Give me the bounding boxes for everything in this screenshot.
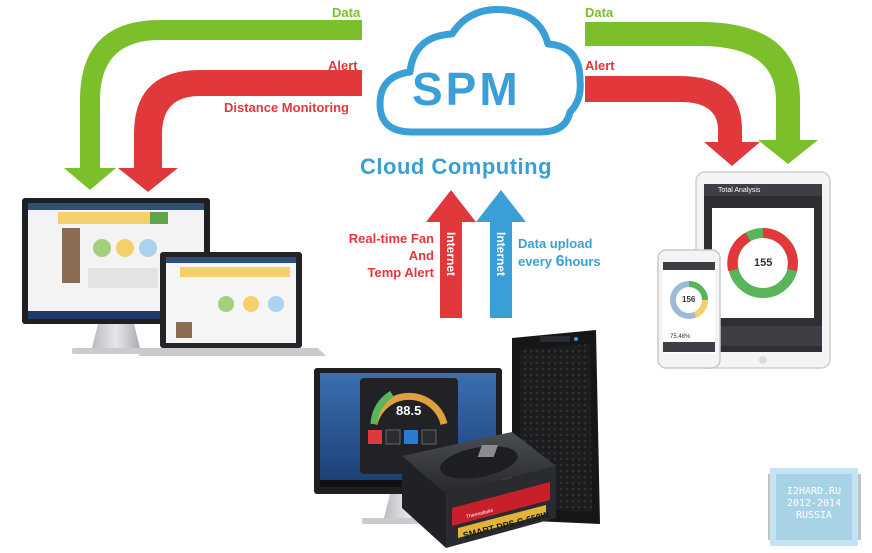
green-arrow-right — [585, 22, 818, 164]
data-upload-prefix: every — [518, 254, 556, 269]
cloud-shape — [376, 6, 584, 136]
right-phone — [657, 249, 721, 369]
tablet-gauge-value: 155 — [754, 257, 773, 269]
watermark-line-2: 2012-2014 — [786, 498, 842, 509]
left-laptop — [138, 252, 326, 356]
red-arrow-right — [585, 76, 760, 166]
internet-label-blue: Internet — [494, 232, 508, 277]
desktop-gauge-value: 88.5 — [396, 403, 422, 418]
power-supply — [402, 432, 556, 548]
right-alert-label: Alert — [585, 58, 615, 73]
cloud-computing-caption: Cloud Computing — [360, 154, 553, 179]
red-up-arrow — [426, 190, 476, 318]
data-upload-suffix: hours — [564, 254, 601, 269]
spm-logo-text: SPM — [412, 63, 521, 115]
realtime-alert-label: Real-time Fan And Temp Alert — [336, 230, 434, 281]
left-alert-label: Alert — [328, 58, 358, 73]
left-desktop-monitor — [22, 198, 210, 354]
red-arrow-left — [118, 70, 362, 192]
tablet-title: Total Analysis — [718, 187, 761, 194]
realtime-alert-line-1: Real-time Fan — [348, 231, 434, 246]
phone-gauge-value: 156 — [682, 295, 696, 304]
right-data-label: Data — [585, 5, 614, 20]
data-upload-label: Data upload every 6hours — [518, 235, 601, 271]
data-upload-line-1: Data upload — [518, 236, 593, 251]
green-arrow-left — [64, 20, 362, 190]
watermark-text: I2HARD.RU 2012-2014 RUSSIA — [774, 486, 854, 522]
data-upload-line-2: every 6hours — [518, 253, 601, 271]
watermark-line-1: I2HARD.RU — [786, 486, 842, 497]
right-tablet — [695, 171, 831, 369]
left-data-label: Data — [332, 5, 361, 20]
phone-percent: 75.48% — [670, 334, 691, 340]
internet-label-red: Internet — [444, 232, 458, 277]
blue-up-arrow — [476, 190, 526, 318]
distance-monitoring-label: Distance Monitoring — [224, 100, 349, 115]
realtime-alert-line-3: Temp Alert — [367, 265, 434, 280]
data-upload-number: 6 — [555, 253, 565, 270]
realtime-alert-line-2: And — [408, 248, 434, 263]
watermark-chip — [766, 468, 862, 546]
watermark-line-3: RUSSIA — [795, 510, 833, 521]
